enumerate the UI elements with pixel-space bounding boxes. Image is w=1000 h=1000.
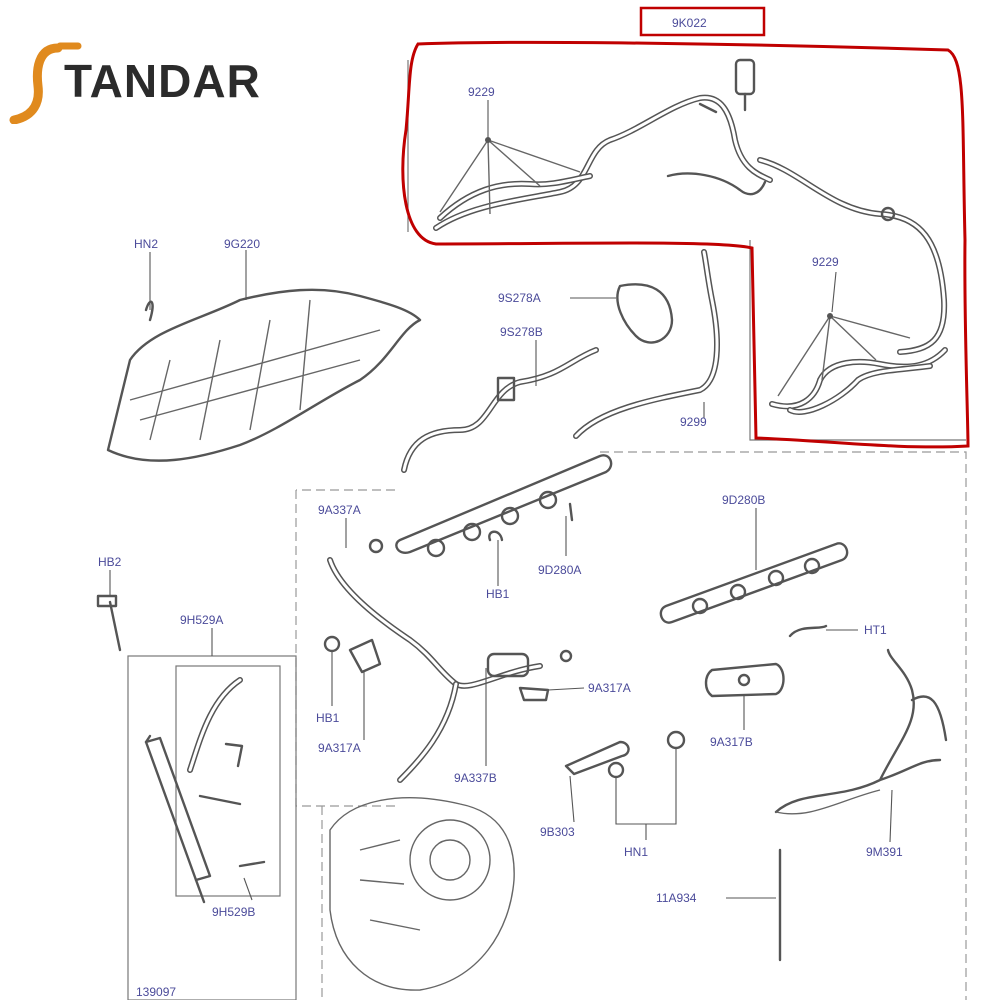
label-9b303: 9B303 [540, 825, 575, 839]
label-hn1: HN1 [624, 845, 648, 859]
heat-shield [106, 288, 422, 462]
label-9a337a: 9A337A [318, 503, 361, 517]
label-9m391: 9M391 [866, 845, 903, 859]
label-11a934: 11A934 [656, 891, 697, 905]
label-9a337b: 9A337B [454, 771, 497, 785]
part-number-highlight-box [639, 6, 766, 37]
pipe-set-a [433, 58, 773, 231]
label-hb1-a: HB1 [486, 587, 510, 601]
return-pipes [327, 538, 573, 783]
label-9h529a: 9H529A [180, 613, 223, 627]
label-9s278a: 9S278A [498, 291, 541, 305]
fuel-pump [329, 797, 515, 991]
wiring-harness [774, 648, 948, 815]
label-9h529b: 9H529B [212, 905, 255, 919]
leader-lines [109, 100, 893, 901]
label-9229-b: 9229 [812, 255, 839, 269]
label-highlighted-part: 9K022 [672, 16, 707, 30]
kit-box-outline [407, 60, 966, 441]
fuel-rail-a [395, 454, 613, 558]
label-9299: 9299 [680, 415, 707, 429]
label-9g220: 9G220 [224, 237, 260, 251]
label-hn2: HN2 [134, 237, 158, 251]
pipe-set-b [757, 157, 948, 415]
label-9s278b: 9S278B [500, 325, 543, 339]
brand-logo-icon [9, 42, 82, 124]
label-9a317a-a: 9A317A [588, 681, 631, 695]
label-ht1: HT1 [864, 623, 887, 637]
label-139097: 139097 [136, 985, 176, 999]
small-parts [96, 594, 828, 779]
supply-pipes [401, 249, 720, 473]
injector [144, 677, 266, 904]
label-9a317b: 9A317B [710, 735, 753, 749]
label-9a317a-b: 9A317A [318, 741, 361, 755]
part-labels: 9K022 9229 9229 HN2 9G220 9S278A 9S278B … [98, 16, 903, 999]
highlight-outline [401, 40, 970, 449]
label-hb2: HB2 [98, 555, 122, 569]
label-9229-a: 9229 [468, 85, 495, 99]
label-9d280a: 9D280A [538, 563, 581, 577]
label-9d280b: 9D280B [722, 493, 765, 507]
dashed-group-boundary [295, 451, 967, 1000]
brand-name: TANDAR [64, 55, 261, 107]
fuel-rail-b [659, 542, 849, 624]
label-hb1-b: HB1 [316, 711, 340, 725]
